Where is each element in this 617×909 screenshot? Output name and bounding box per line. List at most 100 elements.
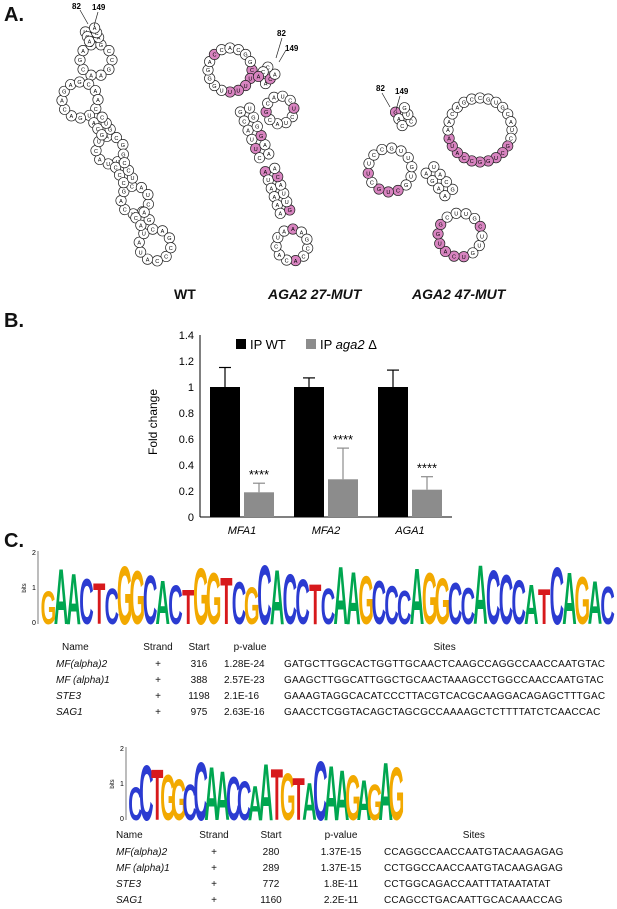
logo-letter: G [358, 562, 374, 636]
svg-text:C: C [81, 68, 85, 74]
svg-text:G: G [390, 146, 394, 152]
svg-text:A: A [142, 210, 146, 216]
svg-text:A: A [88, 40, 92, 46]
logo-letter: A [562, 557, 576, 636]
svg-text:C: C [306, 246, 310, 252]
svg-text:G: G [78, 58, 82, 64]
svg-text:C: C [250, 68, 254, 74]
nucleotide [138, 206, 150, 218]
svg-text:A: A [89, 73, 93, 79]
svg-text:A: A [446, 128, 450, 134]
logo-letter: C [232, 572, 246, 636]
svg-text:A: A [444, 250, 448, 256]
logo-letter: C [79, 566, 93, 636]
svg-text:C: C [370, 181, 374, 187]
col-start: Start [188, 641, 210, 653]
svg-text:A: A [294, 259, 298, 265]
svg-text:A: A [257, 75, 261, 81]
svg-text:C: C [164, 255, 168, 261]
nucleotide [288, 102, 300, 114]
svg-text:A: A [81, 49, 85, 55]
svg-text:U: U [406, 156, 410, 162]
svg-text:G: G [100, 133, 104, 139]
svg-text:A: A [282, 229, 286, 235]
svg-text:C: C [96, 127, 100, 133]
svg-text:U: U [228, 90, 232, 96]
svg-text:C: C [409, 119, 413, 125]
svg-text:A: A [424, 171, 428, 177]
legend-swatch-wt [236, 339, 246, 349]
svg-text:G: G [167, 236, 171, 242]
logo-letter: A [67, 560, 81, 636]
nucleotide [395, 145, 407, 157]
fold-change-chart: 00.20.40.60.811.21.4 ****MFA1****MFA2***… [146, 330, 452, 537]
svg-text:G: G [471, 251, 475, 257]
logo-letter: A [524, 573, 538, 636]
y-tick-label: 0.6 [179, 434, 194, 446]
label-wt: WT [174, 286, 196, 302]
svg-text:A: A [456, 151, 460, 157]
logo-letter: A [333, 550, 347, 636]
svg-text:U: U [236, 89, 240, 95]
legend-swatch-mut [306, 339, 316, 349]
svg-text:U: U [462, 255, 466, 261]
logo-letter: C [499, 560, 513, 636]
logo-letter: A [215, 757, 229, 830]
svg-text:G: G [107, 68, 111, 74]
logo-letter: A [473, 548, 487, 636]
svg-text:C: C [126, 169, 130, 175]
logo-letter: C [257, 548, 271, 636]
nucleotide [433, 182, 445, 194]
svg-text:C: C [445, 215, 449, 221]
svg-text:C: C [258, 156, 262, 162]
nucleotide [254, 152, 266, 164]
mut27-start-label: 82 [277, 29, 286, 38]
nucleotide [165, 242, 177, 254]
svg-text:A: A [275, 203, 279, 209]
logo-letter: G [422, 560, 438, 636]
svg-text:A: A [69, 83, 73, 89]
svg-text:C: C [107, 49, 111, 55]
svg-text:C: C [274, 245, 278, 251]
svg-text:U: U [276, 236, 280, 242]
logo-letter: C [511, 566, 525, 636]
nucleotide [244, 102, 256, 114]
nucleotide [420, 167, 432, 179]
svg-text:C: C [114, 136, 118, 142]
nucleotide [363, 157, 375, 170]
legend-label-mut: IP aga2 Δ [320, 337, 377, 352]
logo-letter: C [313, 744, 327, 830]
nucleotide [269, 162, 281, 174]
col-strand: Strand [199, 829, 229, 841]
logo-letter: G [160, 762, 176, 830]
logo-letter: C [128, 777, 142, 830]
svg-text:G: G [122, 190, 126, 196]
svg-text:A: A [278, 212, 282, 218]
svg-text:C: C [452, 254, 456, 260]
svg-text:G: G [259, 134, 263, 140]
legend-label-wt: IP WT [250, 337, 286, 352]
svg-text:A: A [105, 135, 109, 141]
svg-text:A: A [97, 36, 101, 42]
mut47-start-label: 82 [376, 84, 385, 93]
bar [328, 479, 358, 517]
svg-text:A: A [291, 227, 295, 233]
svg-text:C: C [110, 58, 114, 64]
svg-text:G: G [430, 179, 434, 185]
svg-text:U: U [432, 165, 436, 171]
svg-text:G: G [212, 84, 216, 90]
col-pvalue: p-value [233, 641, 267, 653]
significance-label: **** [249, 467, 269, 482]
logo-letter: T [293, 768, 305, 830]
nucleotide [439, 245, 451, 258]
svg-text:G: G [147, 218, 151, 224]
nucleotide [373, 183, 385, 195]
nucleotide [118, 157, 130, 169]
